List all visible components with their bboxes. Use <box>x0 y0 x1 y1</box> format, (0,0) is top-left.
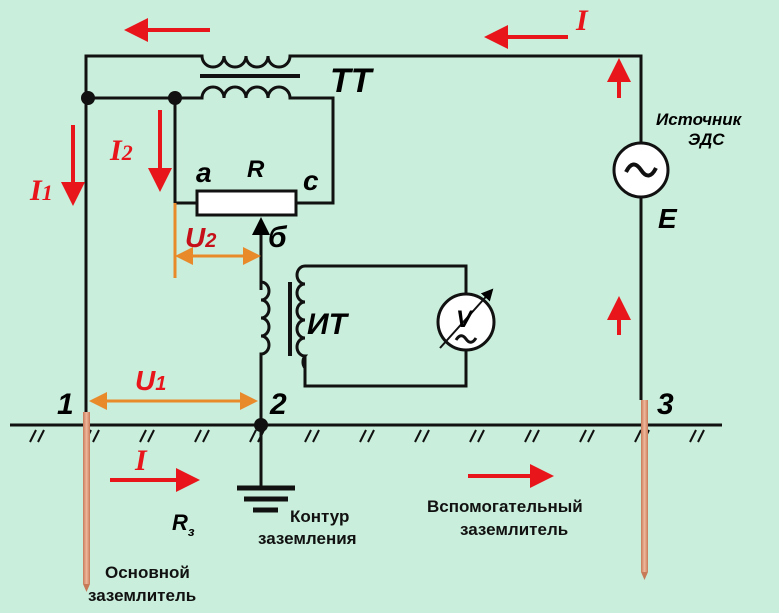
hatch-mark <box>359 429 367 443</box>
resistor-r-label: R <box>247 156 265 183</box>
source-label-line1: Источник <box>656 110 743 129</box>
voltmeter: V <box>436 288 496 352</box>
main-electrode-caption-1: Основной <box>105 563 190 582</box>
hatch-mark <box>477 429 485 443</box>
ground-loop-caption-2: заземления <box>258 529 357 548</box>
hatch-mark <box>579 429 587 443</box>
ground-loop-caption-1: Контур <box>290 507 349 526</box>
junction-dot <box>254 418 268 432</box>
hatch-mark <box>312 429 320 443</box>
hatch-mark <box>469 429 477 443</box>
hatch-mark <box>202 429 210 443</box>
voltmeter-label: V <box>456 306 474 333</box>
node-3-label: 3 <box>657 388 674 421</box>
junction-dot <box>168 91 182 105</box>
rz-label: Rз <box>172 510 195 539</box>
hatch-mark <box>697 429 705 443</box>
hatch-mark <box>422 429 430 443</box>
hatch-mark <box>147 429 155 443</box>
current-arrows <box>61 18 631 492</box>
voltage-u2-label: U2 <box>185 222 216 253</box>
it-label: ИТ <box>307 308 350 341</box>
hatch-mark <box>634 429 642 443</box>
emf-source <box>612 141 670 199</box>
hatch-mark <box>257 429 265 443</box>
tt-label: ТТ <box>330 62 375 100</box>
hatch-mark <box>587 429 595 443</box>
node-2-label: 2 <box>269 388 287 421</box>
hatch-mark <box>37 429 45 443</box>
terminal-a-label: a <box>196 157 212 188</box>
hatch-mark <box>304 429 312 443</box>
main-electrode-rod <box>83 412 90 584</box>
hatch-mark <box>524 429 532 443</box>
current-i-ground-label: I <box>134 444 148 477</box>
terminal-c-label: c <box>303 165 319 196</box>
hatch-mark <box>139 429 147 443</box>
current-i-top-label: I <box>575 4 589 37</box>
hatch-mark <box>249 429 257 443</box>
junction-dot <box>81 91 95 105</box>
current-i2-label: I2 <box>109 134 133 167</box>
aux-electrode-caption-2: заземлитель <box>460 520 568 539</box>
hatch-mark <box>532 429 540 443</box>
hatch-mark <box>92 429 100 443</box>
resistor-r <box>195 189 298 217</box>
emf-e-label: E <box>658 203 678 234</box>
wires <box>10 54 722 513</box>
earth-hatching <box>29 429 705 443</box>
aux-electrode-caption-1: Вспомогательный <box>427 497 583 516</box>
node-1-label: 1 <box>57 388 74 421</box>
voltage-u1-label: U1 <box>135 365 166 396</box>
slider-b-label: б <box>268 221 288 254</box>
hatch-mark <box>29 429 37 443</box>
ac-icon <box>454 334 478 344</box>
source-label-line2: ЭДС <box>688 130 725 149</box>
hatch-mark <box>194 429 202 443</box>
current-i1-label: I1 <box>29 174 53 207</box>
hatch-mark <box>414 429 422 443</box>
hatch-mark <box>689 429 697 443</box>
hatch-mark <box>367 429 375 443</box>
main-electrode-caption-2: заземлитель <box>88 586 196 605</box>
voltage-arrows <box>89 203 261 410</box>
ac-icon <box>624 162 658 178</box>
aux-electrode-rod <box>641 400 648 572</box>
